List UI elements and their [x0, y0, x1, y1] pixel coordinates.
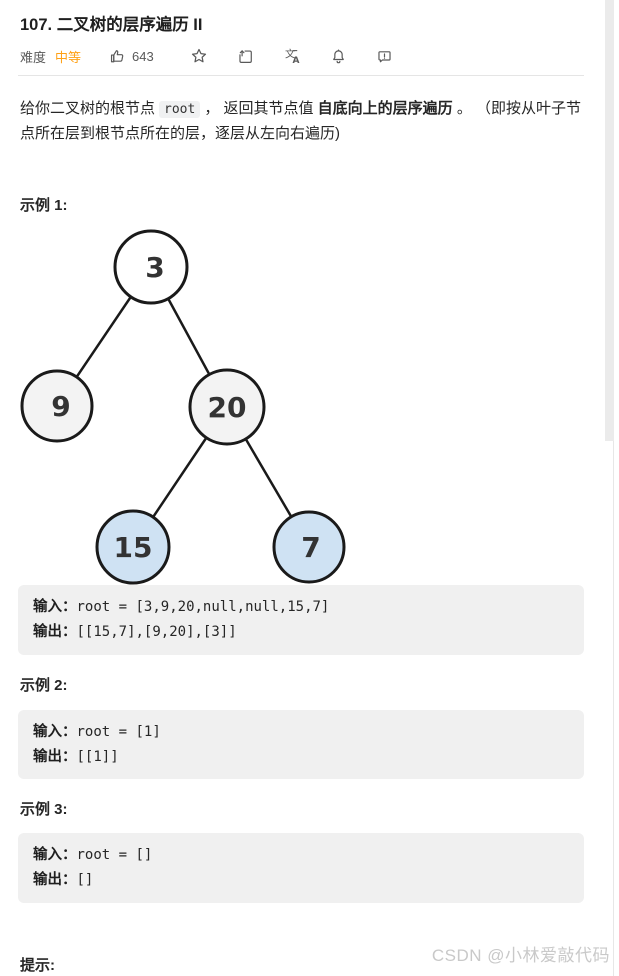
- share-icon: [237, 48, 254, 65]
- tree-nodes: [20, 229, 346, 585]
- example-input-line: 输入：root = []: [33, 843, 569, 868]
- thumbs-up-icon: [109, 48, 126, 65]
- example-3-io-block: 输入：root = [] 输出：[]: [18, 833, 584, 903]
- tree-node-value: 7: [301, 531, 320, 564]
- feedback-button[interactable]: [376, 48, 393, 65]
- example-input-line: 输入：root = [3,9,20,null,null,15,7]: [33, 595, 569, 620]
- tree-node-circle: [272, 510, 346, 584]
- tree-node-value: 20: [208, 391, 247, 424]
- description-text: ， 返回其节点值: [204, 100, 318, 117]
- output-label: 输出：: [33, 872, 77, 888]
- inline-code-root: root: [159, 101, 201, 118]
- example-output-line: 输出：[[1]]: [33, 745, 569, 770]
- header-divider: [18, 75, 584, 76]
- tree-node-circle: [95, 509, 171, 585]
- tree-edges: [55, 266, 311, 548]
- output-value: []: [76, 872, 94, 888]
- output-value: [[1]]: [76, 749, 119, 765]
- output-label: 输出：: [33, 624, 77, 640]
- example-3-heading: 示例 3:: [20, 801, 68, 818]
- output-value: [[15,7],[9,20],[3]]: [76, 624, 237, 640]
- description-text: 给你二叉树的根节点: [20, 100, 156, 117]
- svg-text:A: A: [292, 56, 299, 65]
- example-input-line: 输入：root = [1]: [33, 720, 569, 745]
- tree-node-value: 9: [51, 390, 70, 423]
- example-1-io-block: 输入：root = [3,9,20,null,null,15,7] 输出：[[1…: [18, 585, 584, 655]
- like-count: 643: [132, 48, 154, 64]
- hint-heading: 提示:: [20, 957, 55, 974]
- translate-icon: 文 A: [283, 47, 301, 65]
- input-value: root = [1]: [76, 724, 161, 740]
- difficulty-badge[interactable]: 中等: [55, 49, 82, 65]
- scrollbar-thumb[interactable]: [605, 0, 614, 441]
- problem-meta-bar: 难度 中等 643: [20, 45, 422, 67]
- description-text: 。 （即按从叶子节点所在层到根节点所在的层，逐层从左向右遍历): [20, 100, 582, 142]
- input-value: root = [3,9,20,null,null,15,7]: [76, 599, 330, 615]
- example-output-line: 输出：[]: [33, 868, 569, 893]
- svg-text:文: 文: [285, 47, 295, 60]
- tree-node-value: 3: [145, 251, 164, 284]
- example-2-heading: 示例 2:: [20, 677, 68, 694]
- like-button[interactable]: 643: [109, 48, 154, 65]
- problem-title: 107. 二叉树的层序遍历 II: [20, 16, 203, 34]
- difficulty-label: 难度: [20, 49, 47, 65]
- input-value: root = []: [76, 847, 153, 863]
- share-button[interactable]: [237, 48, 254, 65]
- tree-node-labels: 3 9 20 15 7: [51, 251, 320, 564]
- description-bold-text: 自底向上的层序遍历: [317, 100, 453, 117]
- input-label: 输入：: [33, 847, 77, 863]
- tree-diagram: 3 9 20 15 7: [18, 228, 350, 586]
- translate-button[interactable]: 文 A: [283, 47, 301, 65]
- star-icon: [190, 47, 208, 65]
- example-2-io-block: 输入：root = [1] 输出：[[1]]: [18, 710, 584, 779]
- tree-node-value: 15: [114, 531, 153, 564]
- favorite-button[interactable]: [190, 47, 208, 65]
- output-label: 输出：: [33, 749, 77, 765]
- example-1-heading: 示例 1:: [20, 197, 68, 214]
- tree-node-circle: [113, 229, 189, 305]
- tree-node-circle: [188, 368, 266, 446]
- scrollbar-track: [613, 0, 614, 976]
- example-output-line: 输出：[[15,7],[9,20],[3]]: [33, 620, 569, 645]
- bell-icon: [330, 48, 347, 65]
- input-label: 输入：: [33, 599, 77, 615]
- notification-button[interactable]: [330, 48, 347, 65]
- csdn-watermark: CSDN @小林爱敲代码: [431, 946, 610, 965]
- feedback-icon: [376, 48, 393, 65]
- tree-node-circle: [20, 369, 94, 443]
- input-label: 输入：: [33, 724, 77, 740]
